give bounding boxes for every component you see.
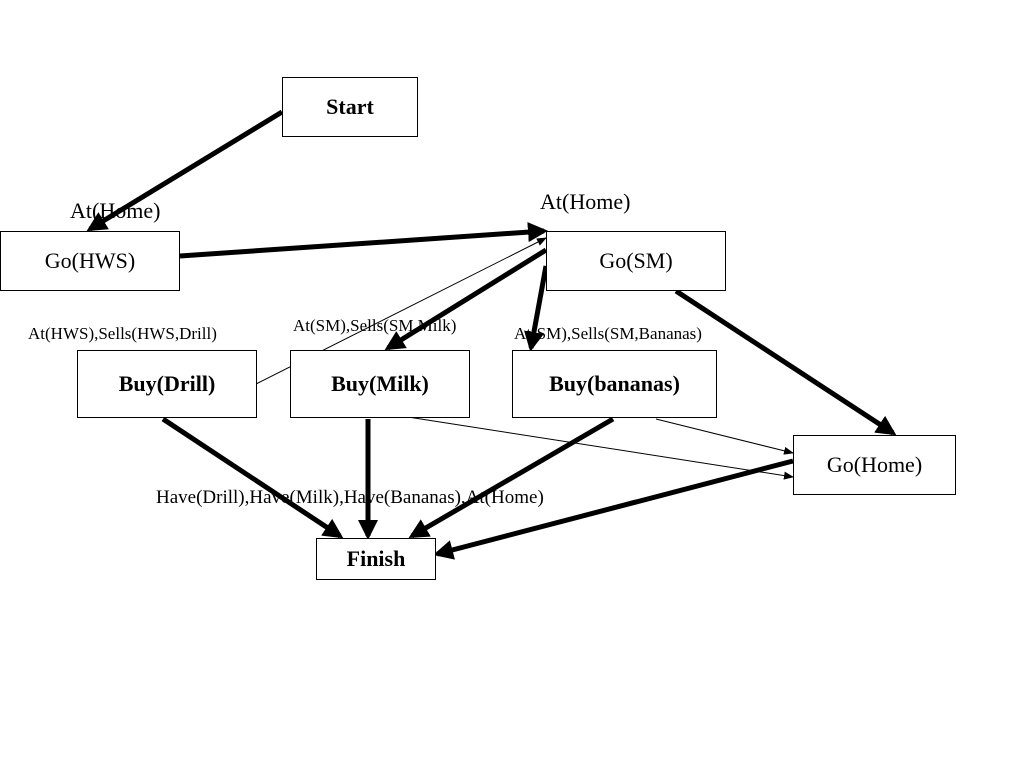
label-go-hws-precondition: At(Home)	[70, 198, 161, 223]
node-go-home: Go(Home)	[793, 435, 956, 495]
node-buy-drill: Buy(Drill)	[77, 350, 257, 418]
label-buy-bananas-precondition: At(SM),Sells(SM,Bananas)	[514, 324, 702, 343]
edge-go-sm-to-buy-milk	[384, 247, 548, 351]
edge-go-sm-to-buy-bananas	[524, 265, 549, 352]
edge-start-to-go-hws	[86, 109, 284, 232]
label-buy-drill-precondition: At(HWS),Sells(HWS,Drill)	[28, 324, 217, 343]
edge-buy-milk-to-go-home-ordering	[407, 416, 794, 480]
node-start: Start	[282, 77, 418, 137]
node-finish: Finish	[316, 538, 436, 580]
edge-go-home-to-finish	[433, 458, 794, 560]
edge-go-hws-to-go-sm	[179, 222, 548, 259]
label-finish-precondition: Have(Drill),Have(Milk),Have(Bananas),At(…	[156, 487, 544, 508]
edge-buy-bananas-to-finish	[408, 416, 615, 539]
node-buy-milk: Buy(Milk)	[290, 350, 470, 418]
label-buy-milk-precondition: At(SM),Sells(SM,Milk)	[293, 316, 457, 335]
edge-go-sm-to-go-home	[674, 288, 897, 436]
edge-buy-bananas-to-go-home-ordering	[655, 418, 794, 455]
node-go-sm: Go(SM)	[546, 231, 726, 291]
node-go-hws: Go(HWS)	[0, 231, 180, 291]
edge-buy-drill-to-finish	[161, 416, 344, 539]
node-buy-bananas: Buy(bananas)	[512, 350, 717, 418]
label-go-sm-precondition: At(Home)	[540, 189, 631, 214]
